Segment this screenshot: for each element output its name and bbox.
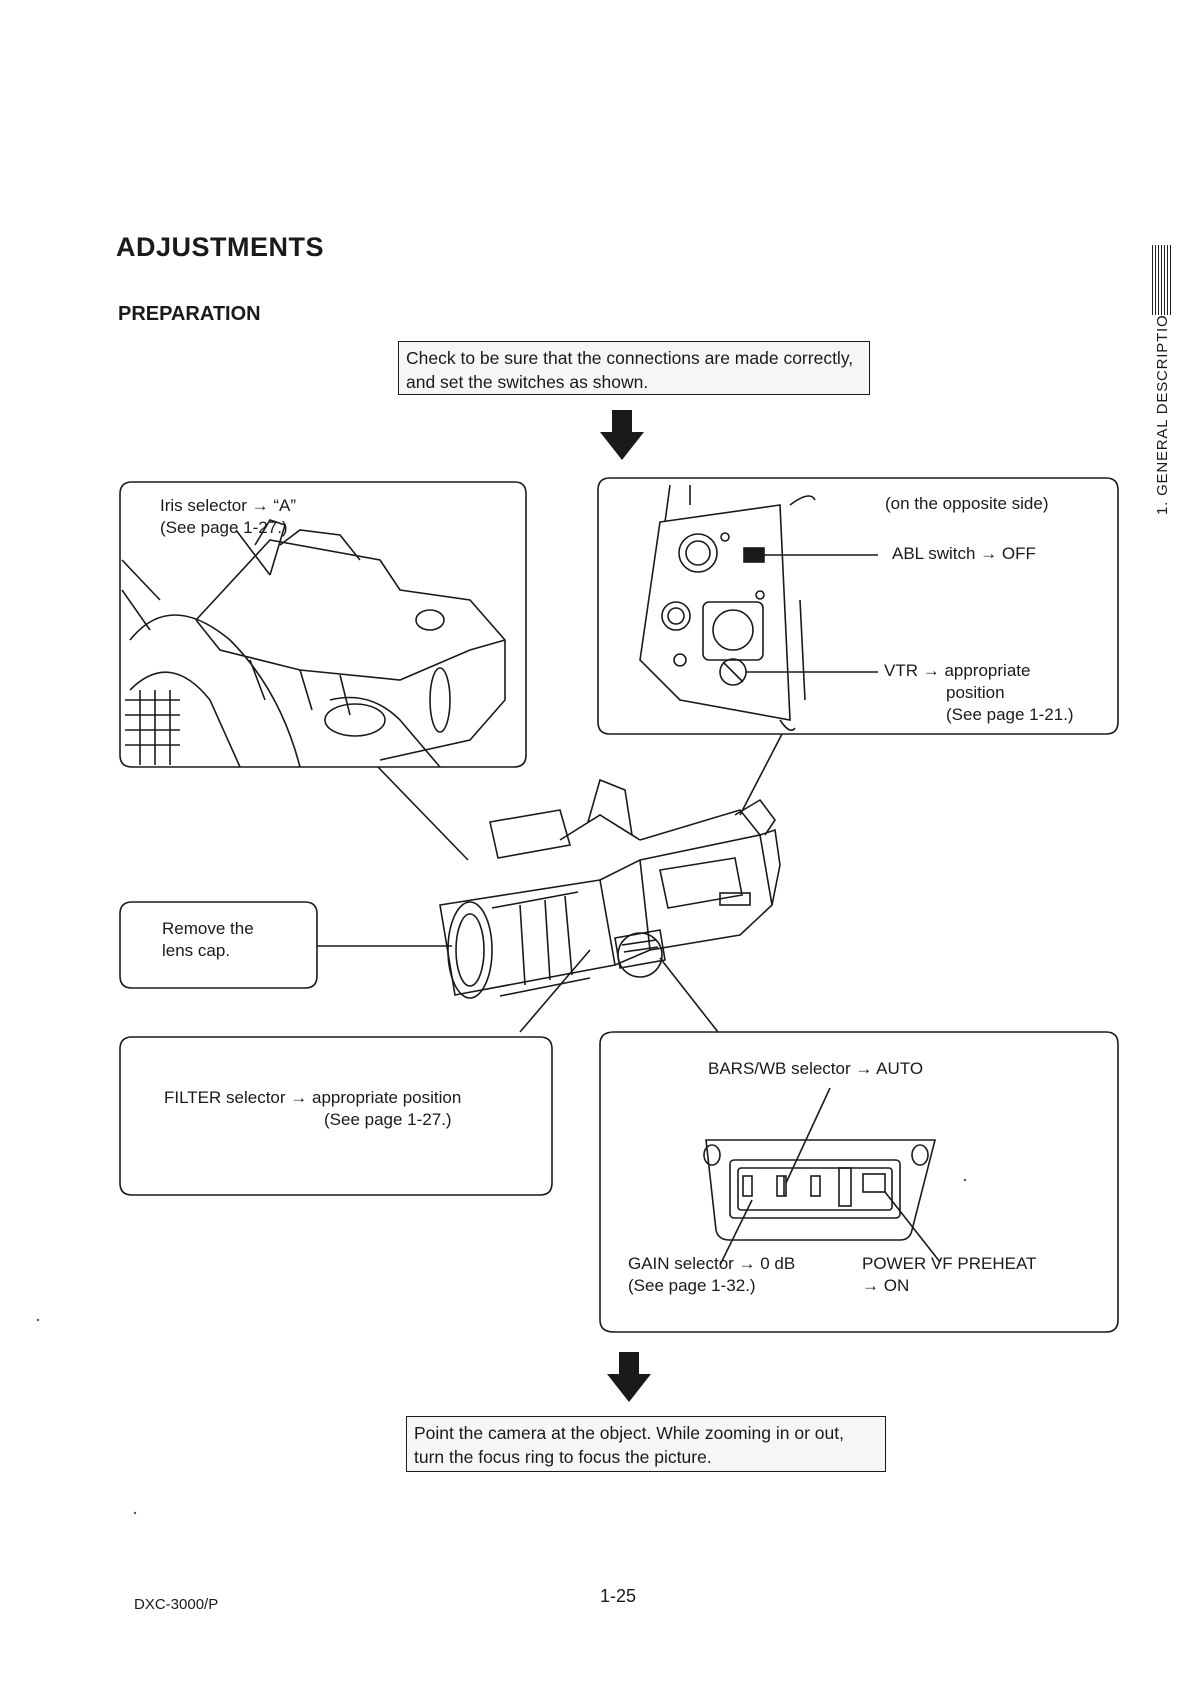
iris-handle-drawing [121,519,506,768]
model-number: DXC-3000/P [134,1596,219,1613]
camera-body-drawing [439,778,781,999]
step2-instruction: Point the camera at the object. While zo… [406,1416,886,1472]
iris-callout: Iris selector → “A” (See page 1-27.) [160,495,296,539]
power-vf-callout: POWER VF PREHEAT → ON [862,1253,1036,1297]
bars-wb-label: BARS/WB selector → AUTO [708,1059,924,1078]
down-arrow-icon [607,1352,651,1402]
filter-ref: (See page 1-27.) [324,1110,452,1129]
vtr-callout: VTR → appropriate position (See page 1-2… [884,660,1074,726]
step1-instruction: Check to be sure that the connections ar… [398,341,870,395]
power-vf-state: → ON [862,1276,910,1295]
switch-panel-drawing [703,1139,937,1241]
page-title: ADJUSTMENTS [116,232,325,262]
iris-label: Iris selector → “A” [160,496,297,515]
vtr-label: VTR → appropriate [884,661,1031,680]
filter-label: FILTER selector → appropriate position [164,1088,462,1107]
page-number: 1-25 [600,1586,637,1606]
lens-cap-callout: Remove the lens cap. [162,918,254,962]
gain-callout: GAIN selector → 0 dB (See page 1-32.) [628,1253,795,1297]
lens-cap-line2: lens cap. [162,941,231,960]
lens-cap-line1: Remove the [162,919,254,938]
chapter-side-tab: 1. GENERAL DESCRIPTION [1150,245,1178,515]
step1-text: Check to be sure that the connections ar… [406,348,854,392]
connector-panel-drawing [639,484,816,731]
down-arrow-icon [600,410,644,460]
filter-callout: FILTER selector → appropriate position (… [164,1087,461,1131]
opposite-side-note: (on the opposite side) [885,494,1049,513]
abl-switch-label: ABL switch → OFF [892,544,1036,563]
section-title: PREPARATION [118,303,261,325]
vtr-position: position [946,683,1005,702]
gain-ref: (See page 1-32.) [628,1276,756,1295]
chapter-tab-marks [1152,245,1172,315]
iris-ref: (See page 1-27.) [160,518,288,537]
gain-label: GAIN selector → 0 dB [628,1254,796,1273]
power-vf-label: POWER VF PREHEAT [862,1254,1037,1273]
vtr-ref: (See page 1-21.) [946,705,1074,724]
step2-text: Point the camera at the object. While zo… [414,1423,844,1467]
